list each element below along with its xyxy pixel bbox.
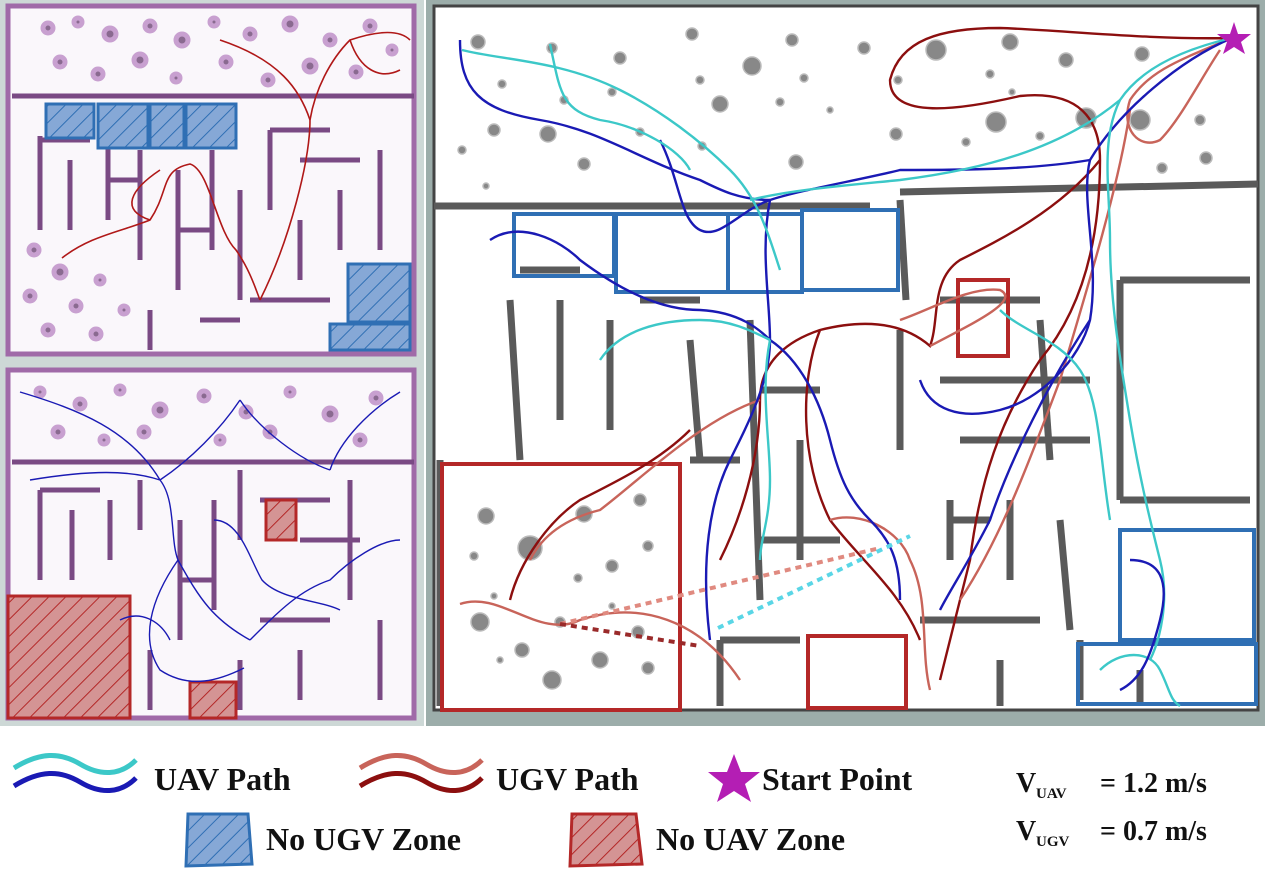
obstacles-right-top — [457, 27, 1213, 190]
speed-ugv: V UGV = 0.7 m/s — [1016, 816, 1207, 850]
speed-uav-subscript: UAV — [1036, 786, 1067, 802]
no-uav-zone-label: No UAV Zone — [656, 821, 845, 857]
speed-uav-value: = 1.2 m/s — [1100, 768, 1207, 799]
speed-uav: V UAV = 1.2 m/s — [1016, 768, 1207, 802]
ugv-path-label: UGV Path — [496, 761, 639, 797]
speed-ugv-value: = 0.7 m/s — [1100, 816, 1207, 847]
legend: UAV Path UGV Path Start Point No UGV Zon… — [12, 752, 1207, 868]
speed-ugv-subscript: UGV — [1036, 834, 1070, 850]
no-ugv-zones-right — [512, 208, 1258, 706]
no-ugv-zone-label: No UGV Zone — [266, 821, 461, 857]
obstacles-top-left — [22, 15, 399, 342]
uav-path-bottom-left — [19, 391, 401, 683]
speed-uav-symbol: V — [1016, 768, 1036, 799]
uav-paths-right — [458, 36, 1233, 708]
obstacles-bottom-left — [33, 383, 384, 448]
no-uav-zones-bottom-left — [6, 498, 298, 720]
ugv-path-legend-icon — [358, 752, 484, 794]
map-top-left — [0, 0, 424, 362]
start-point-star — [1217, 22, 1251, 54]
speed-ugv-symbol: V — [1016, 816, 1036, 847]
no-ugv-zone-legend-icon — [184, 812, 254, 868]
no-ugv-zones-top-left — [44, 102, 412, 352]
walls-top-left — [12, 93, 414, 350]
start-point-legend-icon — [708, 754, 760, 802]
map-bottom-left — [0, 362, 424, 726]
ugv-paths-right — [459, 26, 1233, 691]
walls-bottom-left — [12, 459, 414, 710]
dashed-links-right — [559, 534, 911, 648]
ugv-path-top-left — [61, 31, 411, 301]
start-point-label: Start Point — [762, 761, 913, 797]
no-uav-zones-right — [440, 278, 1010, 712]
map-right — [426, 0, 1265, 726]
uav-path-legend-icon — [12, 752, 138, 794]
no-uav-zone-legend-icon — [568, 812, 644, 868]
uav-path-label: UAV Path — [154, 761, 291, 797]
